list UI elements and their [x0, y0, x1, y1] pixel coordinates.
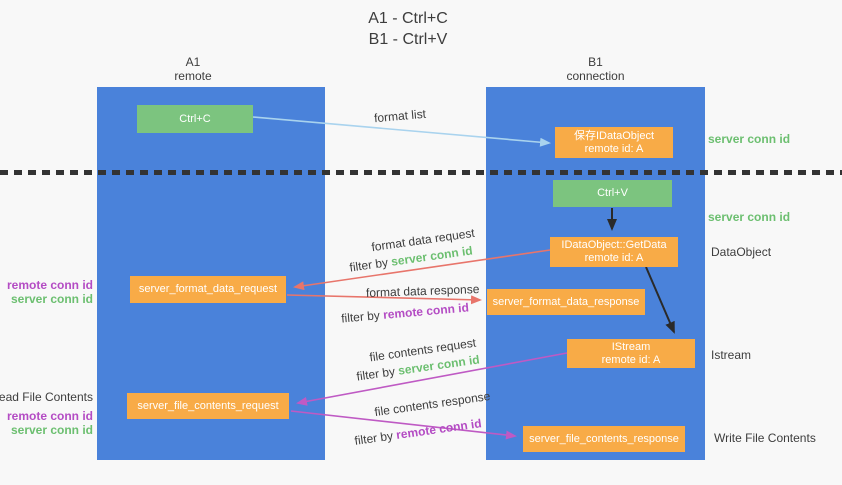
edge-label-format-data-response-filter: filter by remote conn id	[341, 300, 470, 325]
node-ctrl-c-label: Ctrl+C	[179, 112, 211, 125]
node-istream: IStream remote id: A	[567, 339, 695, 368]
edge-label-format-data-response: format data response	[365, 282, 480, 300]
node-server-file-contents-request-label: server_file_contents_request	[137, 399, 279, 412]
node-server-format-data-response-label: server_format_data_response	[492, 295, 640, 308]
node-istream-line2: remote id: A	[601, 353, 661, 366]
column-header-a1: A1 remote	[83, 55, 303, 83]
node-save-idataobject: 保存IDataObject remote id: A	[555, 127, 673, 158]
column-a1-name: A1	[185, 55, 201, 69]
filter-prefix: filter by	[340, 308, 381, 326]
column-b1-name: B1	[588, 55, 603, 69]
node-server-file-contents-response-label: server_file_contents_response	[529, 432, 679, 445]
copy-paste-separator-line	[0, 170, 842, 175]
filter-key-remote-conn-id: remote conn id	[395, 416, 483, 442]
side-label-dataobject: DataObject	[711, 245, 772, 259]
node-save-idataobject-line1: 保存IDataObject	[573, 129, 655, 142]
diagram-title: A1 - Ctrl+C B1 - Ctrl+V	[318, 8, 498, 50]
node-idataobject-getdata-line1: IDataObject::GetData	[561, 239, 667, 251]
side-label-server-conn-id-left-top: server conn id	[10, 292, 93, 306]
node-ctrl-v: Ctrl+V	[553, 180, 672, 207]
node-idataobject-getdata-line2: remote id: A	[584, 252, 644, 264]
node-server-file-contents-response: server_file_contents_response	[523, 426, 685, 452]
filter-prefix: filter by	[353, 428, 394, 448]
side-label-read-file-contents: Read File Contents	[0, 390, 93, 404]
filter-key-remote-conn-id: remote conn id	[382, 300, 470, 322]
node-idataobject-getdata: IDataObject::GetData remote id: A	[550, 237, 678, 267]
side-label-server-conn-id-mid: server conn id	[708, 210, 791, 224]
diagram-title-line1: A1 - Ctrl+C	[368, 10, 448, 27]
side-label-istream: Istream	[711, 348, 752, 362]
column-a1-role: remote	[174, 69, 212, 83]
node-server-format-data-request-label: server_format_data_request	[138, 283, 278, 295]
filter-prefix: filter by	[348, 255, 389, 275]
node-ctrl-c: Ctrl+C	[137, 105, 253, 133]
side-label-remote-conn-id-top: remote conn id	[6, 278, 93, 292]
edge-label-format-list: format list	[373, 106, 427, 126]
edge-label-file-contents-response-filter: filter by remote conn id	[354, 416, 483, 448]
column-b1-role: connection	[566, 69, 625, 83]
node-istream-line1: IStream	[611, 340, 651, 353]
node-server-format-data-response: server_format_data_response	[487, 289, 645, 315]
edge-label-file-contents-response: file contents response	[373, 388, 492, 420]
side-label-remote-conn-id-bottom: remote conn id	[6, 409, 93, 423]
node-save-idataobject-line2: remote id: A	[584, 142, 644, 155]
filter-prefix: filter by	[355, 364, 396, 384]
side-label-server-conn-id-left-bottom: server conn id	[10, 423, 93, 437]
column-header-b1: B1 connection	[486, 55, 705, 83]
diagram-title-line2: B1 - Ctrl+V	[368, 31, 448, 48]
node-ctrl-v-label: Ctrl+V	[597, 187, 628, 199]
node-server-file-contents-request: server_file_contents_request	[127, 393, 289, 419]
side-label-write-file-contents: Write File Contents	[714, 431, 816, 445]
node-server-format-data-request: server_format_data_request	[130, 276, 286, 303]
side-label-server-conn-id-top: server conn id	[708, 132, 791, 146]
